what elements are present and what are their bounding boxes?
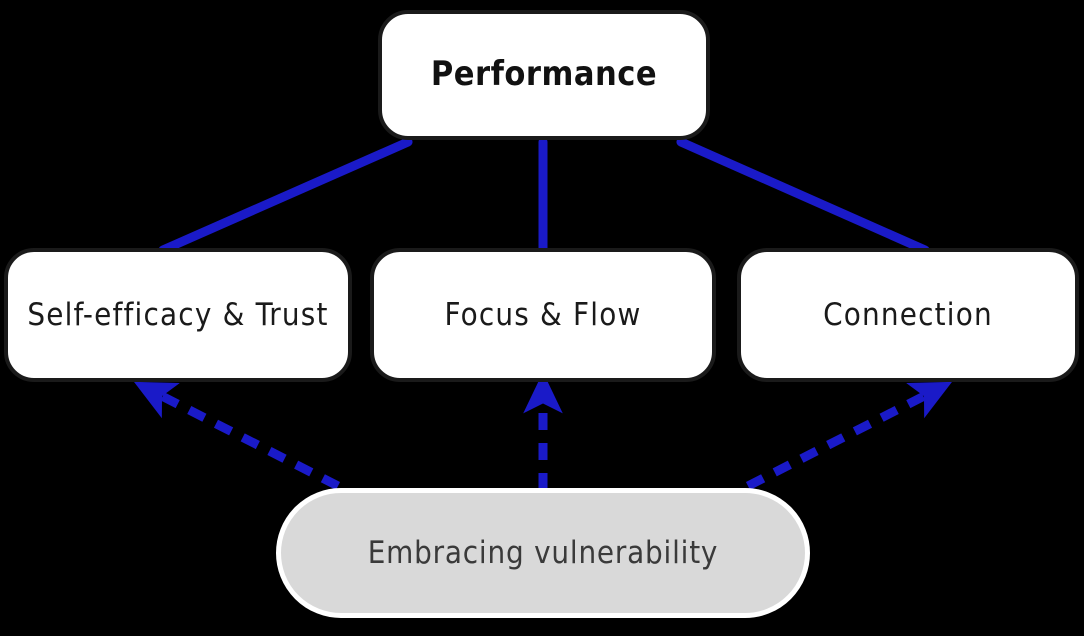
node-connection-label: Connection: [823, 296, 993, 333]
node-connection[interactable]: Connection: [737, 248, 1079, 382]
edge-vulnerability-to-connection: [745, 381, 953, 491]
node-performance[interactable]: Performance: [378, 10, 710, 140]
node-embracing-vulnerability-label: Embracing vulnerability: [367, 534, 719, 571]
node-self-efficacy-and-trust-label: Self-efficacy & Trust: [27, 296, 329, 333]
edge-self-efficacy-to-performance: [158, 137, 413, 255]
node-focus-and-flow-label: Focus & Flow: [444, 296, 642, 333]
node-performance-label: Performance: [430, 54, 658, 95]
node-self-efficacy-and-trust[interactable]: Self-efficacy & Trust: [4, 248, 352, 382]
node-focus-and-flow[interactable]: Focus & Flow: [370, 248, 716, 382]
edge-vulnerability-to-self-efficacy: [133, 381, 341, 491]
node-embracing-vulnerability[interactable]: Embracing vulnerability: [276, 488, 810, 618]
edge-connection-to-performance: [676, 137, 930, 255]
